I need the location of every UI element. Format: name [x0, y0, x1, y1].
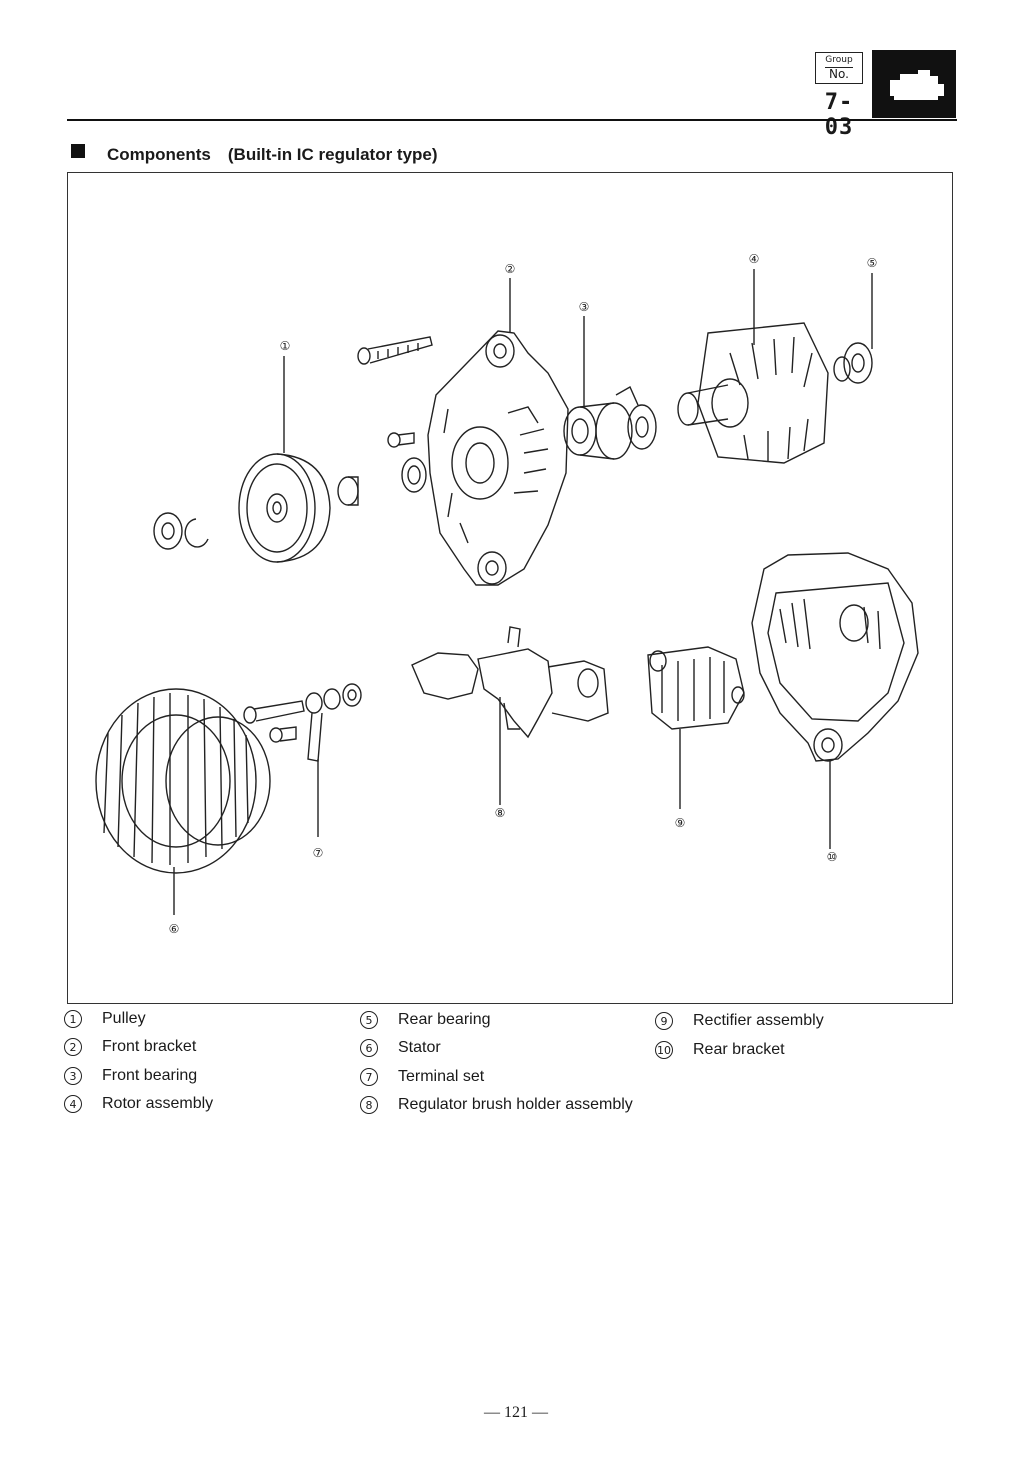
legend-label: Stator [398, 1039, 441, 1057]
engine-icon [872, 50, 956, 118]
legend-label: Front bearing [102, 1067, 197, 1085]
legend-label: Rectifier assembly [693, 1012, 824, 1030]
legend-item-rectifier-assembly: 9 Rectifier assembly [655, 1012, 824, 1030]
no-label: No. [825, 67, 853, 80]
callout-7: ⑦ [313, 846, 324, 860]
callout-8: ⑧ [495, 806, 506, 820]
legend-item-rear-bracket: 10 Rear bracket [655, 1041, 785, 1059]
callout-1: ① [280, 339, 291, 353]
regulator-brush-holder-drawing [412, 627, 608, 737]
legend-label: Rotor assembly [102, 1095, 213, 1113]
callout-6: ⑥ [169, 922, 180, 936]
section-number: 7-03 [812, 90, 866, 140]
legend-num: 3 [64, 1067, 82, 1085]
rear-bracket-drawing [752, 553, 918, 761]
legend-num: 4 [64, 1095, 82, 1113]
title-bullet [71, 144, 85, 158]
legend-label: Terminal set [398, 1068, 484, 1086]
legend-num: 7 [360, 1068, 378, 1086]
legend-num: 6 [360, 1039, 378, 1057]
legend-num: 10 [655, 1041, 673, 1059]
legend-item-pulley: 1 Pulley [64, 1010, 146, 1028]
engine-tab-marker [872, 50, 956, 118]
legend-num: 5 [360, 1011, 378, 1029]
legend-item-stator: 6 Stator [360, 1039, 441, 1057]
callout-5: ⑤ [867, 256, 878, 270]
legend-num: 9 [655, 1012, 673, 1030]
callout-3: ③ [579, 300, 590, 314]
section-title: Components (Built-in IC regulator type) [107, 140, 438, 165]
legend-item-front-bracket: 2 Front bracket [64, 1038, 196, 1056]
legend-num: 1 [64, 1010, 82, 1028]
legend-label: Pulley [102, 1010, 146, 1028]
pulley-drawing [154, 454, 358, 562]
through-bolt-drawing [358, 337, 432, 492]
group-label: Group [816, 56, 862, 65]
legend-label: Rear bracket [693, 1041, 785, 1059]
callout-10: ⑩ [827, 850, 838, 864]
terminal-set-drawing [244, 684, 361, 761]
rotor-assembly-drawing [678, 323, 872, 463]
legend-item-rotor-assembly: 4 Rotor assembly [64, 1095, 213, 1113]
legend-label: Rear bearing [398, 1011, 491, 1029]
rectifier-assembly-drawing [648, 647, 744, 729]
legend-item-rear-bearing: 5 Rear bearing [360, 1011, 491, 1029]
front-bracket-drawing [428, 331, 568, 585]
legend-item-terminal-set: 7 Terminal set [360, 1068, 484, 1086]
page-number: — 121 — [0, 1404, 1032, 1422]
callout-4: ④ [749, 252, 760, 266]
group-number-box: Group No. [815, 52, 863, 84]
legend-num: 2 [64, 1038, 82, 1056]
callout-9: ⑨ [675, 816, 686, 830]
exploded-view-figure: ① ② ③ ④ ⑤ ⑥ ⑦ ⑧ ⑨ ⑩ [67, 172, 953, 1004]
header-rule [67, 119, 957, 121]
legend-num: 8 [360, 1096, 378, 1114]
legend-label: Regulator brush holder assembly [398, 1096, 633, 1114]
callout-2: ② [505, 262, 516, 276]
legend-item-front-bearing: 3 Front bearing [64, 1067, 197, 1085]
legend-item-regulator-brush-holder: 8 Regulator brush holder assembly [360, 1096, 633, 1114]
front-bearing-drawing [564, 387, 656, 459]
legend-label: Front bracket [102, 1038, 196, 1056]
